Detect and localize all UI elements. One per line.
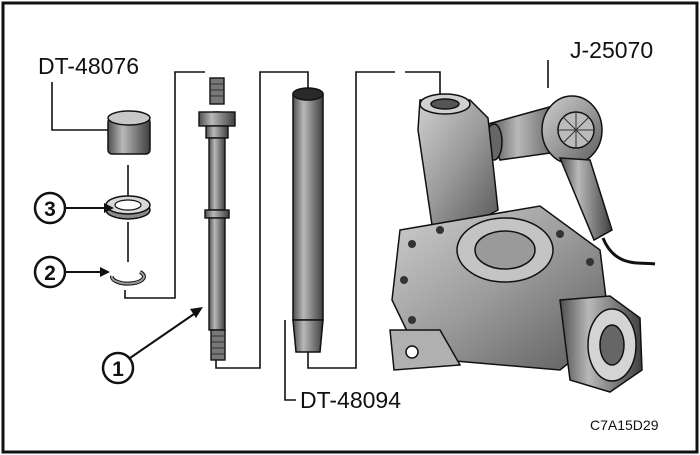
callout-3: 3 bbox=[33, 191, 114, 225]
tool-label-dt-48076: DT-48076 bbox=[38, 53, 139, 79]
figure-code: C7A15D29 bbox=[590, 417, 659, 433]
callout-3-label: 3 bbox=[44, 198, 56, 221]
tool-label-j-25070: J-25070 bbox=[570, 37, 653, 63]
shaft-icon bbox=[198, 77, 236, 361]
callout-1: 1 bbox=[101, 307, 203, 385]
bearing-icon bbox=[105, 195, 151, 220]
snap-ring-icon bbox=[109, 270, 146, 286]
leader-lines bbox=[51, 60, 549, 401]
callout-2: 2 bbox=[33, 255, 110, 289]
callout-2-label: 2 bbox=[44, 262, 56, 285]
installer-cap-icon bbox=[107, 110, 151, 155]
heat-gun-icon bbox=[485, 95, 656, 266]
housing-icon bbox=[389, 93, 643, 393]
tool-label-dt-48094: DT-48094 bbox=[300, 387, 401, 413]
tube-icon bbox=[292, 87, 324, 353]
callout-1-label: 1 bbox=[112, 358, 124, 381]
